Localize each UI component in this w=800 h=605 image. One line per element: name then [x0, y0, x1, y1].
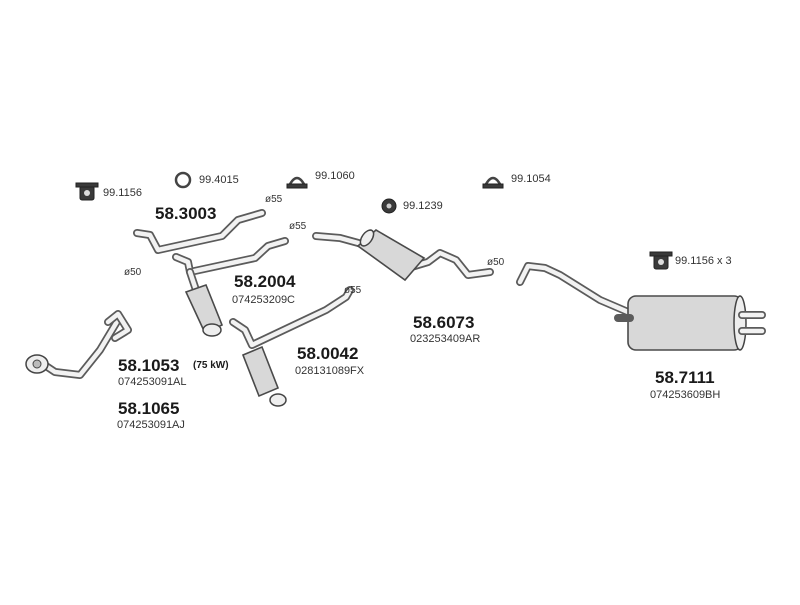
power-rating-58-1053: (75 kW): [193, 360, 229, 371]
part-number-58-2004: 58.2004: [234, 272, 296, 291]
accessory-label-99-1239: 99.1239: [403, 200, 443, 212]
diameter-label-58-6073-outlet: ø50: [487, 257, 505, 268]
clamp-icon-99-1054: [482, 176, 504, 189]
diameter-label-58-3003-outlet: ø55: [265, 194, 283, 205]
middle-silencer-58-0042: [229, 286, 354, 407]
clamp-icon-99-1156: [75, 182, 99, 201]
diameter-label-58-6073-inlet: ø55: [289, 221, 307, 232]
oem-number-58-7111: 074253609BH: [650, 389, 721, 401]
catalytic-converter-58-2004: [172, 237, 289, 337]
diameter-label-58-3003-inlet: ø50: [124, 267, 142, 278]
rear-silencer-58-7111: [516, 262, 766, 351]
part-number-58-0042: 58.0042: [297, 344, 359, 363]
oem-number-58-1053: 074253091AL: [118, 376, 187, 388]
oem-number-58-0042: 028131089FX: [295, 365, 365, 377]
front-pipe-58-1053: [25, 310, 132, 379]
pipe-58-3003: [133, 209, 266, 254]
oem-number-58-2004: 074253209C: [232, 294, 296, 306]
center-silencer-58-6073: [312, 229, 494, 282]
clamp-icon-99-1156-x3: [649, 251, 673, 270]
accessory-label-99-1156-x3: 99.1156 x 3: [675, 255, 732, 267]
rubber-mount-icon-99-1239: [381, 198, 397, 214]
part-number-58-7111: 58.7111: [655, 368, 715, 387]
oem-number-58-6073: 023253409AR: [410, 333, 481, 345]
part-number-58-1053: 58.1053: [118, 356, 180, 375]
oem-number-58-1065: 074253091AJ: [117, 419, 185, 431]
accessory-label-99-1060: 99.1060: [315, 170, 355, 182]
accessory-label-99-1156: 99.1156: [103, 187, 142, 199]
gasket-ring-icon-99-4015: [174, 171, 192, 189]
diameter-label-58-0042-outlet: ø55: [344, 285, 362, 296]
accessory-label-99-1054: 99.1054: [511, 173, 551, 185]
part-number-58-3003: 58.3003: [155, 204, 217, 223]
clamp-icon-99-1060: [286, 176, 308, 189]
part-number-58-6073: 58.6073: [413, 313, 475, 332]
accessory-label-99-4015: 99.4015: [199, 174, 239, 186]
part-number-58-1065: 58.1065: [118, 399, 180, 418]
